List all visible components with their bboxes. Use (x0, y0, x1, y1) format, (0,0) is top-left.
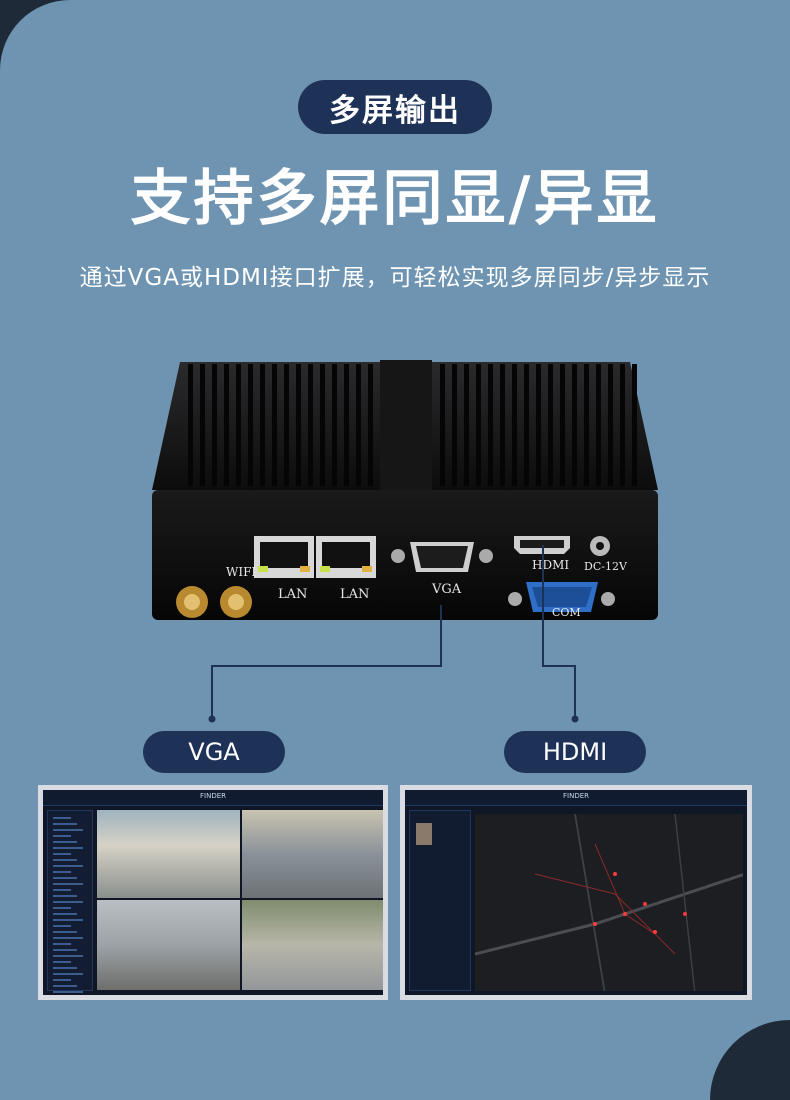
heatsink-fin (368, 364, 373, 486)
camera-list-item (53, 931, 77, 933)
camera-feed-1 (97, 810, 240, 898)
heatsink-fin (596, 364, 601, 486)
camera-list-item (53, 913, 77, 915)
dc-port-label: DC-12V (584, 560, 627, 573)
face-thumbnail (416, 823, 432, 845)
heatsink-fin (632, 364, 637, 486)
app-logo: FINDER (562, 792, 590, 800)
heatsink-fin (260, 364, 265, 486)
camera-list-item (53, 895, 77, 897)
heatsink-fin (332, 364, 337, 486)
vga-connector-line (211, 605, 442, 718)
heatsink-fin (512, 364, 517, 486)
heatsink-fin (356, 364, 361, 486)
map-app: FINDER (405, 790, 747, 995)
camera-list-item (53, 991, 83, 993)
vga-display-screen: FINDER (38, 785, 388, 1000)
heatsink-fin (500, 364, 505, 486)
camera-list-item (53, 979, 71, 981)
heatsink-fin (188, 364, 193, 486)
camera-list-item (53, 865, 83, 867)
camera-list-item (53, 859, 77, 861)
heatsink-fin (608, 364, 613, 486)
heatsink-fin (224, 364, 229, 486)
camera-list-item (53, 961, 71, 963)
heatsink-fin (320, 364, 325, 486)
lan2-label: LAN (340, 587, 370, 602)
heatsink-fin (200, 364, 205, 486)
app-topbar: FINDER (405, 790, 747, 806)
heatsink-fin (296, 364, 301, 486)
heatsink-fin (440, 364, 445, 486)
map-roads (475, 814, 743, 991)
heatsink-fin (284, 364, 289, 486)
camera-list-item (53, 955, 83, 957)
camera-list-item (53, 835, 71, 837)
camera-list-item (53, 937, 83, 939)
camera-list-item (53, 907, 71, 909)
heatsink-fin (236, 364, 241, 486)
subheadline: 通过VGA或HDMI接口扩展，可轻松实现多屏同步/异步显示 (79, 265, 711, 291)
camera-feed-2 (242, 810, 383, 898)
camera-list-item (53, 901, 83, 903)
heatsink-fin (620, 364, 625, 486)
heatsink-fin (524, 364, 529, 486)
heatsink-fin (560, 364, 565, 486)
surveillance-app: FINDER (43, 790, 383, 995)
heatsink-fin (464, 364, 469, 486)
heatsink-fin (488, 364, 493, 486)
camera-feed-3 (97, 900, 240, 990)
heatsink-fin (548, 364, 553, 486)
camera-list-item (53, 829, 83, 831)
heatsink-fin (344, 364, 349, 486)
camera-list-item (53, 943, 71, 945)
camera-list-item (53, 847, 83, 849)
camera-list-item (53, 877, 77, 879)
hdmi-port-label: HDMI (532, 558, 570, 572)
heatsink-fin (452, 364, 457, 486)
camera-list-item (53, 967, 77, 969)
camera-list-item (53, 817, 71, 819)
trajectory-map (475, 814, 743, 991)
com-port-label: COM (552, 606, 581, 619)
camera-list (47, 810, 93, 993)
camera-feed-4 (242, 900, 383, 990)
vga-port-label: VGA (432, 582, 462, 597)
camera-list-item (53, 985, 77, 987)
camera-list-item (53, 889, 71, 891)
lan1-label: LAN (278, 587, 308, 602)
heatsink-fin (536, 364, 541, 486)
wifi-label: WIFI (226, 565, 257, 579)
camera-list-item (53, 823, 77, 825)
heatsink-fin (584, 364, 589, 486)
camera-list-item (53, 853, 71, 855)
app-topbar: FINDER (43, 790, 383, 806)
hdmi-display-screen: FINDER (400, 785, 752, 1000)
camera-list-item (53, 841, 77, 843)
camera-list-item (53, 973, 83, 975)
headline: 支持多屏同显/异显 (130, 164, 660, 234)
heatsink-fin (212, 364, 217, 486)
heatsink-fins (188, 364, 637, 486)
mini-pc-illustration (152, 360, 658, 620)
connector-lines (208, 545, 579, 723)
search-panel (409, 810, 471, 991)
heatsink-fin (476, 364, 481, 486)
section-badge: 多屏输出 (298, 80, 492, 134)
heatsink-fin (272, 364, 277, 486)
heatsink-fin (572, 364, 577, 486)
camera-list-item (53, 919, 83, 921)
app-logo: FINDER (199, 792, 227, 800)
vga-output-badge: VGA (143, 731, 285, 773)
heatsink-fin (308, 364, 313, 486)
hdmi-output-badge: HDMI (504, 731, 646, 773)
camera-list-item (53, 949, 77, 951)
heatsink-fin (248, 364, 253, 486)
camera-list-item (53, 925, 71, 927)
hdmi-connector-line (542, 545, 576, 718)
camera-list-item (53, 883, 83, 885)
camera-list-item (53, 871, 71, 873)
